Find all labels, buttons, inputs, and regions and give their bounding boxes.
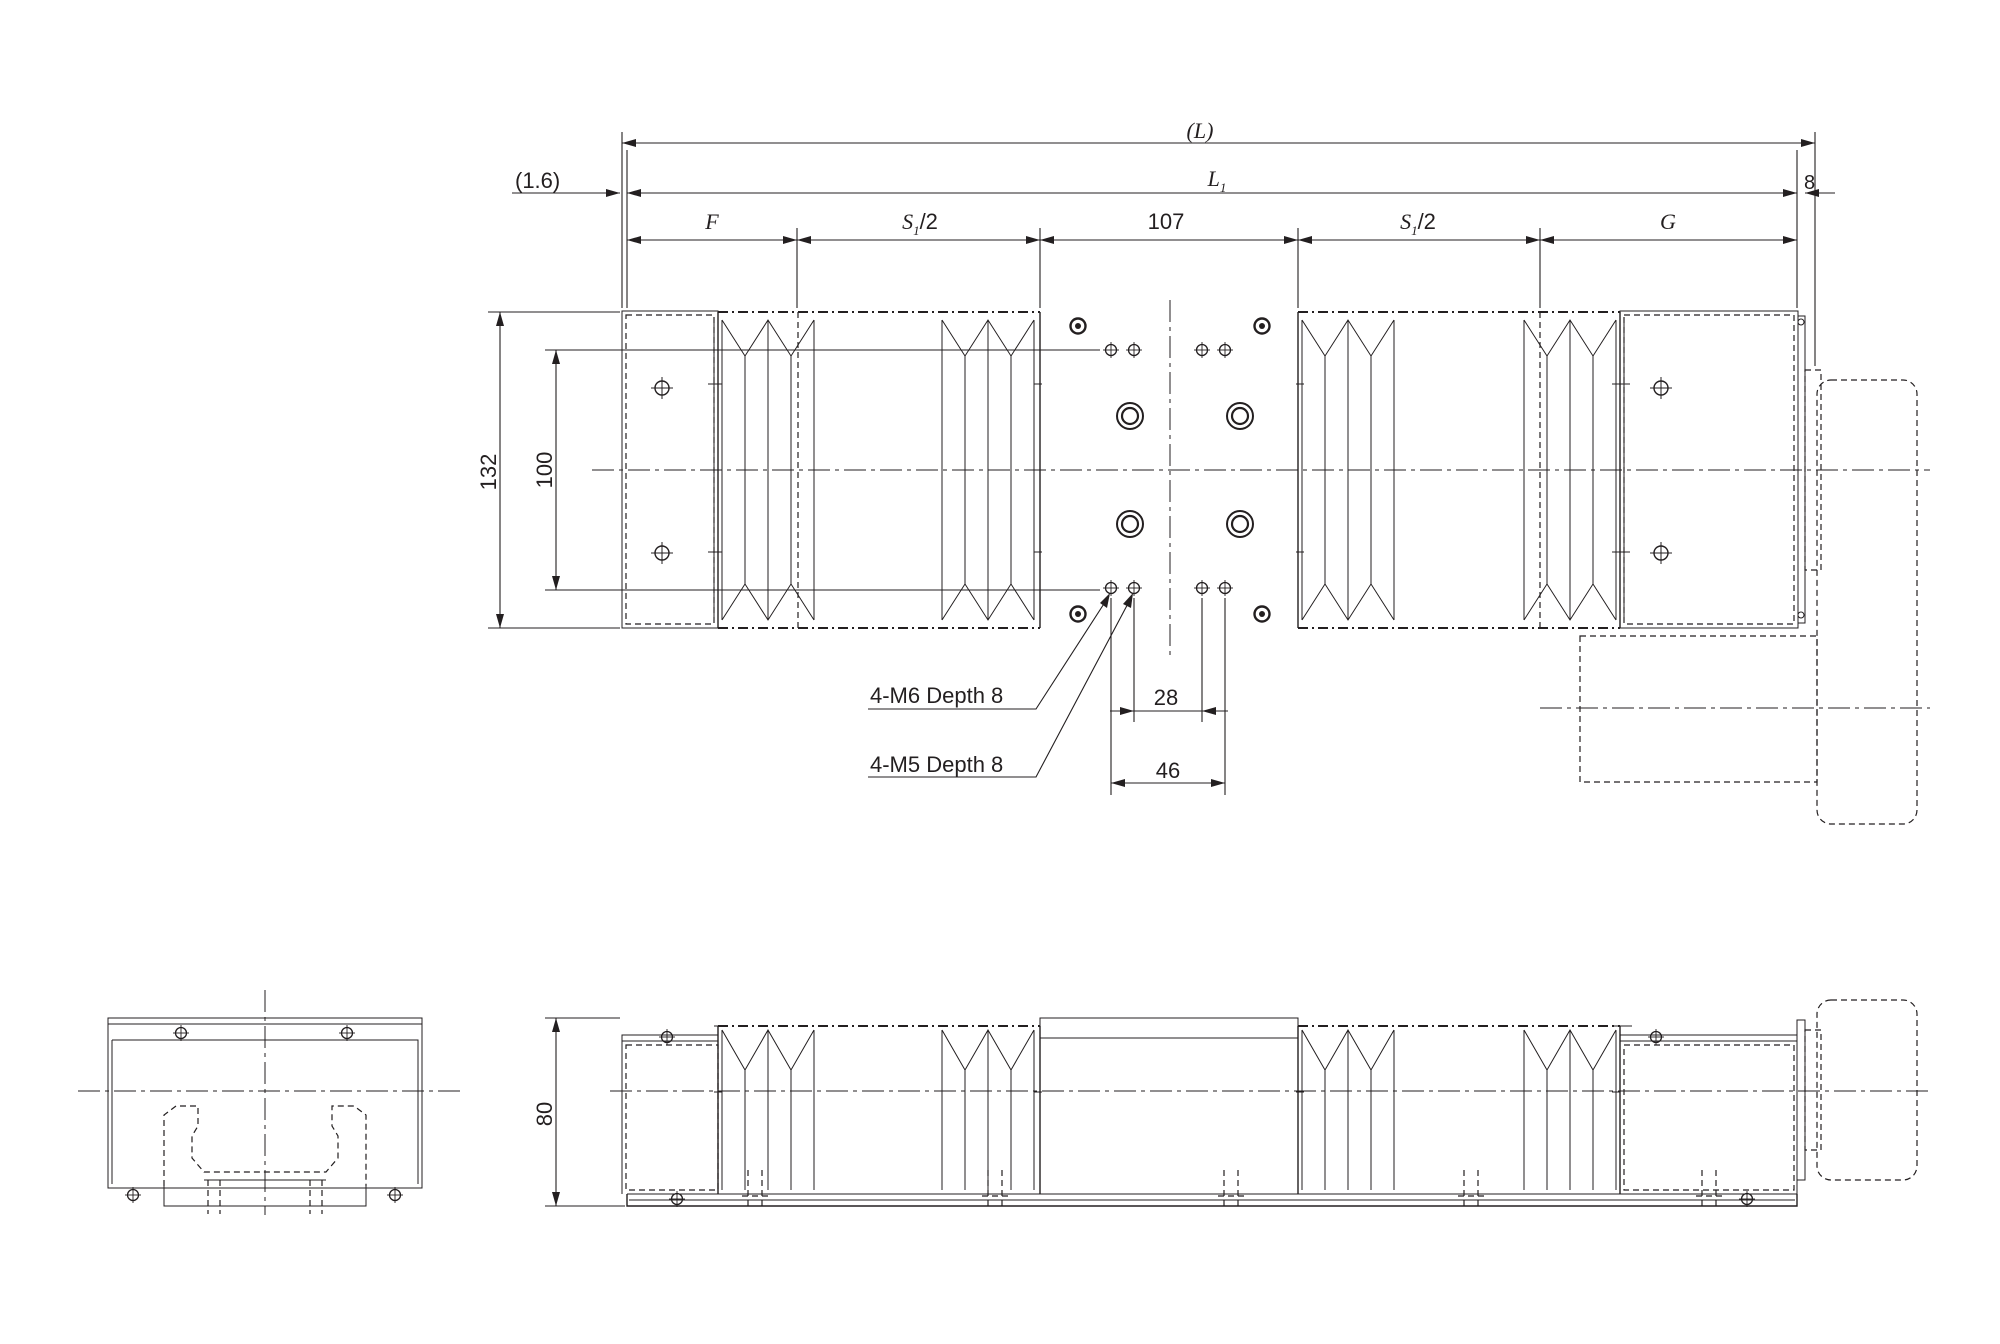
dim-width: 132 <box>476 311 620 629</box>
end-view <box>78 990 462 1215</box>
stroke-half-left-sub: 1 <box>913 223 920 238</box>
f-label: F <box>704 209 719 234</box>
stroke-half-left-letter: S <box>902 209 913 234</box>
stroke-half-left-suffix: /2 <box>920 209 938 234</box>
left-end-block <box>621 310 719 629</box>
callout-m5: 4-M5 Depth 8 <box>868 593 1133 778</box>
bellows-left <box>708 311 1042 629</box>
motor-offset-label: 8 <box>1804 172 1815 194</box>
dim-motor-offset: 8 <box>1804 172 1835 197</box>
dim-body-length: L1 <box>626 150 1798 308</box>
end-offset-label: (1.6) <box>515 168 560 193</box>
callout-m6: 4-M6 Depth 8 <box>868 593 1110 710</box>
body-length-subscript: 1 <box>1220 180 1227 195</box>
body-length-label: L1 <box>1207 166 1227 195</box>
dim-overall-length: (L) <box>621 118 1816 366</box>
stroke-half-right-letter: S <box>1400 209 1411 234</box>
dim-end-offset: (1.6) <box>512 168 620 197</box>
stroke-half-right-sub: 1 <box>1411 223 1418 238</box>
side-view <box>610 999 1930 1210</box>
hole-pitch-46-label: 46 <box>1156 758 1180 783</box>
dim-height: 80 <box>532 1017 625 1207</box>
width-label: 132 <box>476 454 501 491</box>
motor-top <box>1540 369 1930 825</box>
stroke-half-right: S1/2 <box>1400 209 1436 238</box>
stroke-half-left: S1/2 <box>902 209 938 238</box>
overall-length-label: (L) <box>1187 118 1214 143</box>
dim-hole-pitch: 28 46 <box>1110 598 1228 795</box>
m6-callout-label: 4-M6 Depth 8 <box>870 683 1003 708</box>
dim-chain: F S1/2 107 S1/2 G <box>627 209 1797 308</box>
height-label: 80 <box>532 1102 557 1126</box>
body-length-letter: L <box>1207 166 1220 191</box>
right-end-block <box>1619 310 1806 629</box>
hole-pitch-28-label: 28 <box>1154 685 1178 710</box>
rail-pitch-label: 100 <box>532 452 557 489</box>
table-length-label: 107 <box>1148 209 1185 234</box>
top-view <box>592 300 1930 825</box>
g-label: G <box>1660 209 1676 234</box>
foot-screws <box>742 1170 1722 1210</box>
stroke-half-right-suffix: /2 <box>1418 209 1436 234</box>
dim-rail-pitch: 100 <box>532 349 1100 591</box>
m5-callout-label: 4-M5 Depth 8 <box>870 752 1003 777</box>
